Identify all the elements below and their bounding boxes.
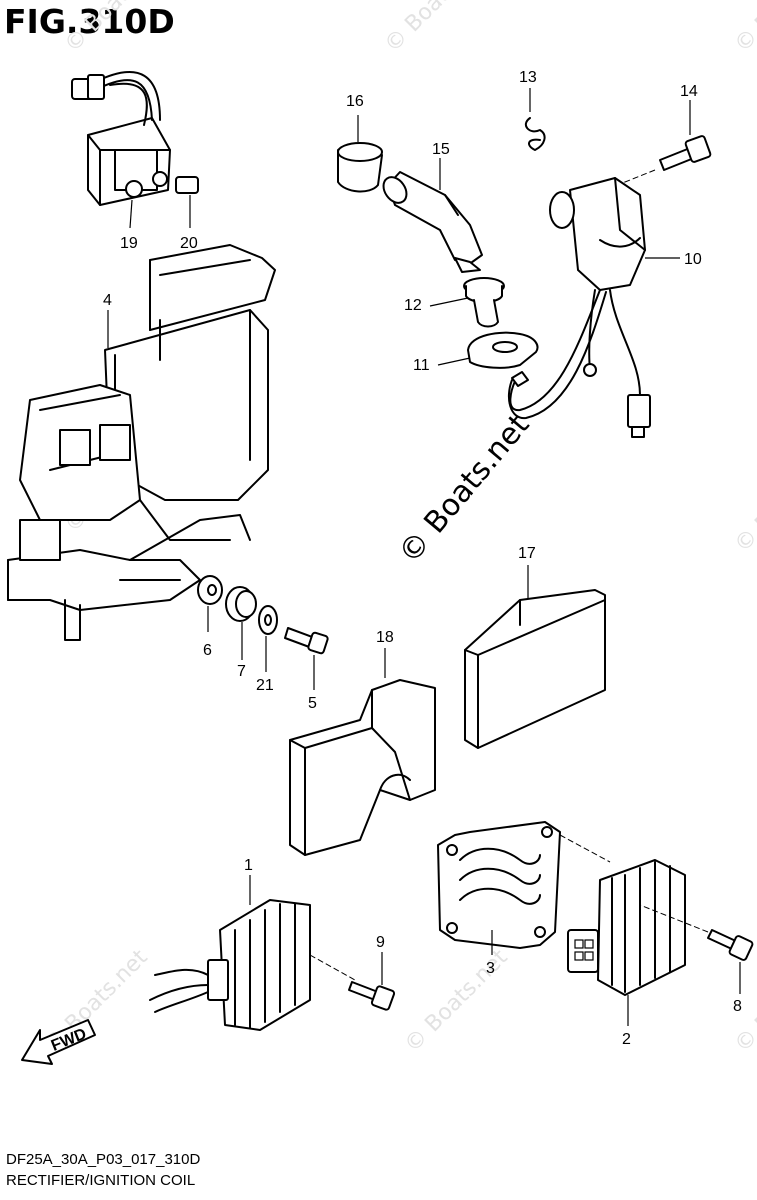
- part-6-grommet: [197, 575, 223, 632]
- callout-15: 15: [432, 141, 450, 158]
- callout-1: 1: [244, 857, 253, 874]
- callout-19: 19: [120, 235, 138, 252]
- callout-4: 4: [103, 292, 112, 309]
- callout-7: 7: [237, 663, 246, 680]
- part-1-rectifier: [149, 875, 356, 1031]
- callout-21: 21: [256, 677, 274, 694]
- callout-5: 5: [308, 695, 317, 712]
- part-8-bolt: [639, 904, 754, 994]
- fig-title: FIG.310D: [4, 2, 175, 41]
- callout-18: 18: [376, 629, 394, 646]
- callout-20: 20: [180, 235, 198, 252]
- part-15-boot: [382, 158, 483, 273]
- callout-11: 11: [413, 357, 430, 374]
- part-16-cap: [337, 115, 383, 193]
- part-12-plug: [429, 277, 505, 328]
- part-19-relay: [71, 71, 171, 229]
- callout-17: 17: [518, 545, 536, 562]
- part-2-regulator: [567, 859, 686, 1026]
- part-3-plate: [437, 821, 611, 955]
- fwd-arrow-icon: FWD: [21, 1019, 96, 1065]
- callout-2: 2: [622, 1031, 631, 1048]
- callout-6: 6: [203, 642, 212, 659]
- callout-3: 3: [486, 960, 495, 977]
- callout-14: 14: [680, 83, 698, 100]
- part-18-cushion: [289, 648, 436, 856]
- callout-12: 12: [404, 297, 422, 314]
- part-14-bolt: [619, 100, 712, 185]
- callout-10: 10: [684, 251, 702, 268]
- footer-code: DF25A_30A_P03_017_310D: [6, 1151, 201, 1168]
- part-11-grommet: [437, 331, 539, 369]
- part-9-bolt: [348, 952, 396, 1011]
- part-5-bolt: [284, 627, 329, 690]
- part-20-screw: [175, 176, 199, 228]
- part-10-ignition-coil: [507, 177, 680, 438]
- callout-9: 9: [376, 934, 385, 951]
- callout-8: 8: [733, 998, 742, 1015]
- callout-16: 16: [346, 93, 364, 110]
- part-4-bracket: [7, 244, 276, 641]
- part-7-collar: [225, 586, 257, 660]
- part-21-washer: [258, 605, 278, 672]
- part-17-ecu: [464, 565, 606, 749]
- footer-name: RECTIFIER/IGNITION COIL: [6, 1172, 196, 1189]
- part-13-clip: [524, 88, 546, 151]
- callout-13: 13: [519, 69, 537, 86]
